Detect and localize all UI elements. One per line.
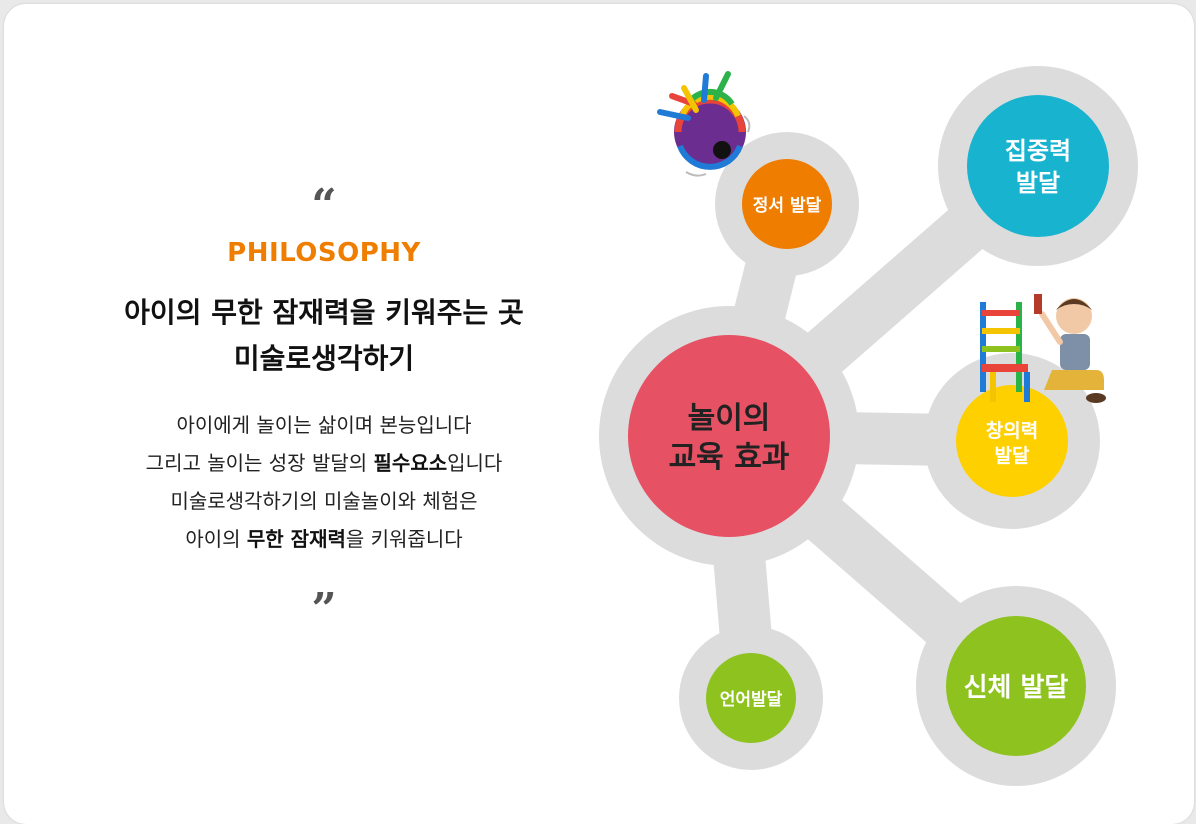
- body-line-1: 아이에게 놀이는 삶이며 본능입니다: [176, 413, 472, 437]
- content-card: “ PHILOSOPHY 아이의 무한 잠재력을 키워주는 곳 미술로생각하기 …: [4, 4, 1194, 824]
- body-line-2-tail: 입니다: [447, 451, 503, 475]
- creativity-node-label-2: 발달: [995, 445, 1030, 467]
- center-node-label-1: 놀이의: [688, 401, 771, 436]
- language-node: 언어발달: [706, 653, 796, 743]
- philosophy-section: “ PHILOSOPHY 아이의 무한 잠재력을 키워주는 곳 미술로생각하기 …: [64, 184, 584, 618]
- focus-node-label-1: 집중력: [1005, 137, 1071, 165]
- body-line-3: 미술로생각하기의 미술놀이와 체험은: [170, 489, 478, 513]
- emotion-node: 정서 발달: [742, 159, 832, 249]
- colorful-ball-illustration: [657, 71, 751, 177]
- body-text: 아이에게 놀이는 삶이며 본능입니다 그리고 놀이는 성장 발달의 필수요소입니…: [64, 406, 584, 558]
- body-line-2-emphasis: 필수요소: [373, 451, 448, 475]
- focus-node: 집중력 발달: [967, 95, 1109, 237]
- physical-node-label: 신체 발달: [964, 673, 1069, 703]
- language-node-label: 언어발달: [720, 689, 783, 710]
- body-line-4-text: 아이의: [185, 527, 247, 551]
- center-node-label-2: 교육 효과: [669, 440, 790, 475]
- physical-node: 신체 발달: [946, 616, 1086, 756]
- body-line-2-text: 그리고 놀이는 성장 발달의: [145, 451, 374, 475]
- body-line-4: 아이의 무한 잠재력을 키워줍니다: [64, 520, 584, 558]
- play-education-diagram: 놀이의 교육 효과 정서 발달 집중력 발달 창의력 발달 언어발달 신체 발달: [599, 66, 1138, 786]
- open-quote-mark: “: [311, 184, 337, 214]
- headline-line-1: 아이의 무한 잠재력을 키워주는 곳: [124, 296, 524, 329]
- body-line-2: 그리고 놀이는 성장 발달의 필수요소입니다: [64, 444, 584, 482]
- body-line-4-emphasis: 무한 잠재력: [246, 527, 346, 551]
- section-kicker: PHILOSOPHY: [227, 238, 421, 268]
- focus-node-label-2: 발달: [1016, 169, 1060, 197]
- close-quote-mark: ”: [311, 588, 337, 618]
- child-with-chair-photo: [980, 294, 1106, 403]
- creativity-node-label-1: 창의력: [986, 420, 1038, 442]
- body-line-4-tail: 을 키워줍니다: [345, 527, 463, 551]
- emotion-node-label: 정서 발달: [753, 195, 822, 216]
- headline: 아이의 무한 잠재력을 키워주는 곳 미술로생각하기: [64, 290, 584, 382]
- center-node: 놀이의 교육 효과: [628, 335, 830, 537]
- headline-line-2: 미술로생각하기: [233, 342, 415, 375]
- creativity-node: 창의력 발달: [956, 385, 1068, 497]
